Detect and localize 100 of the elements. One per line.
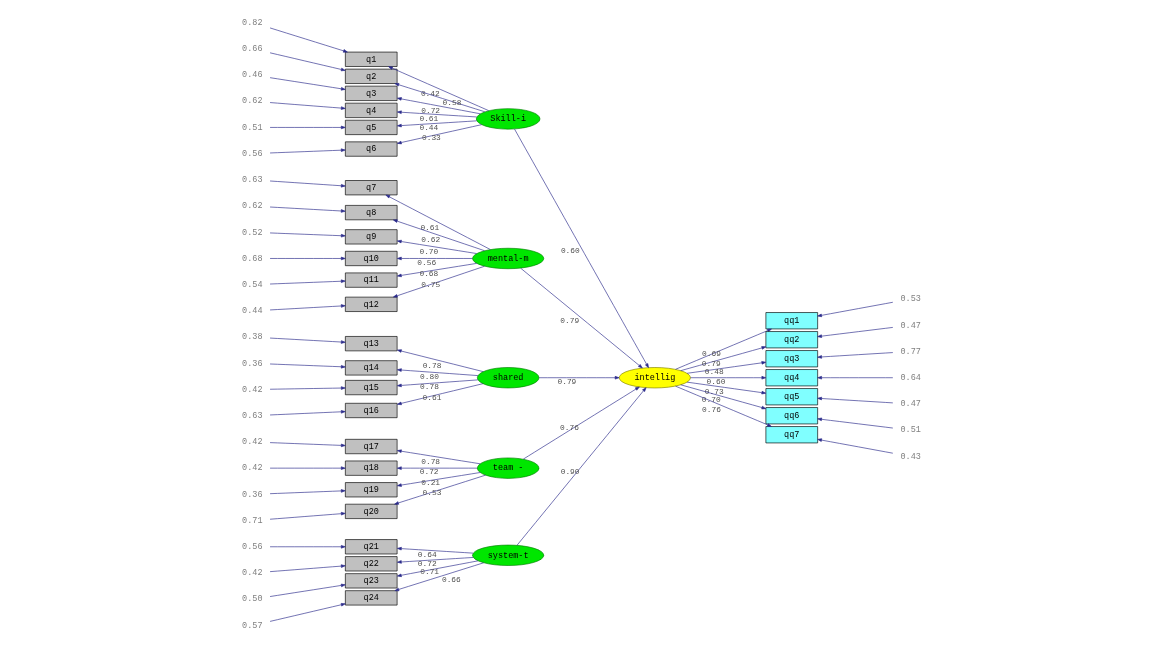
node-box: q24 — [345, 590, 398, 606]
arrow — [397, 349, 484, 372]
node-box: q22 — [345, 556, 398, 572]
node-text: 0.47 — [900, 399, 921, 410]
node-text: 0.53 — [900, 294, 921, 305]
node-box: qq2 — [765, 331, 818, 349]
node-text: 0.56 — [242, 148, 263, 159]
arrow — [269, 489, 346, 494]
arrow — [397, 239, 477, 254]
node-text: 0.51 — [900, 425, 921, 436]
arrow — [269, 180, 346, 188]
arrow — [397, 368, 479, 376]
arrow — [397, 546, 474, 554]
node-text: 0.62 — [242, 96, 263, 107]
arrow — [397, 383, 484, 406]
node-text: 0.36 — [242, 358, 263, 369]
arrow — [269, 52, 346, 72]
arrow — [397, 557, 474, 564]
node-box: q16 — [345, 402, 398, 419]
node-ellipse: team - — [477, 457, 540, 479]
arrow — [393, 219, 485, 252]
arrow — [269, 256, 346, 261]
node-ellipse: system-t — [472, 544, 545, 566]
node-box: q7 — [345, 180, 398, 196]
node-text: 0.63 — [242, 175, 263, 186]
arrow — [686, 381, 767, 395]
node-text: 0.63 — [242, 410, 263, 421]
node-box: q21 — [345, 539, 398, 555]
node-text: 0.50 — [242, 594, 263, 605]
arrow — [394, 562, 484, 592]
arrow — [817, 352, 894, 359]
node-text: 0.42 — [242, 463, 263, 474]
node-box: q11 — [345, 272, 398, 288]
arrow — [269, 442, 346, 448]
node-box: q14 — [345, 360, 398, 376]
arrow — [269, 410, 346, 416]
arrow — [397, 379, 479, 388]
arrow — [269, 232, 346, 238]
node-box: q5 — [345, 119, 398, 135]
node-box: q15 — [345, 380, 398, 396]
arrow — [269, 77, 346, 91]
node-box: q23 — [345, 573, 398, 589]
arrow — [269, 148, 346, 154]
arrow — [397, 120, 477, 128]
node-text: 0.62 — [242, 201, 263, 212]
arrow — [269, 583, 346, 597]
node-text: 0.47 — [900, 320, 921, 331]
node-text: 0.68 — [242, 253, 263, 264]
node-text: 0.66 — [242, 44, 263, 55]
arrow — [269, 386, 346, 390]
node-box: q17 — [345, 439, 398, 455]
arrow — [817, 376, 894, 380]
arrow — [397, 263, 477, 278]
node-box: q9 — [345, 229, 398, 245]
arrow — [397, 97, 481, 115]
arrow — [388, 66, 490, 111]
arrow — [817, 396, 894, 404]
arrow — [269, 27, 348, 53]
node-box: q10 — [345, 250, 398, 266]
arrow — [397, 124, 482, 145]
arrow — [269, 125, 346, 130]
node-text: 0.52 — [242, 227, 263, 238]
node-ellipse: mental-m — [472, 247, 545, 270]
node-text: 0.42 — [242, 568, 263, 579]
node-box: q13 — [345, 336, 398, 352]
arrow — [269, 564, 346, 572]
arrow — [394, 83, 486, 113]
arrow — [675, 385, 772, 427]
node-box: q19 — [345, 482, 398, 498]
node-text: 0.44 — [242, 306, 263, 317]
node-text: 0.43 — [900, 451, 921, 462]
node-ellipse: Skill-i — [476, 108, 541, 130]
node-box: q6 — [345, 141, 398, 157]
node-box: q18 — [345, 460, 398, 476]
arrow — [817, 438, 894, 454]
arrow — [269, 603, 346, 622]
arrow — [269, 511, 346, 520]
arrow — [397, 472, 481, 487]
arrow — [269, 363, 346, 369]
arrow — [269, 279, 346, 285]
node-text: 0.77 — [900, 346, 921, 357]
arrow — [817, 301, 894, 318]
arrow — [817, 417, 894, 429]
arrow — [269, 337, 346, 344]
node-text: 0.46 — [242, 70, 263, 81]
arrow — [686, 361, 767, 374]
node-text: 0.54 — [242, 279, 263, 290]
node-text: 0.38 — [242, 332, 263, 343]
arrow — [393, 265, 485, 298]
arrow — [397, 560, 479, 577]
node-text: 0.71 — [242, 515, 263, 526]
arrow — [269, 304, 346, 311]
node-text: 0.42 — [242, 384, 263, 395]
node-text: 0.36 — [242, 489, 263, 500]
arrow — [817, 327, 894, 338]
node-box: qq3 — [765, 350, 818, 368]
node-text: 0.82 — [242, 17, 263, 28]
node-ellipse: shared — [477, 367, 540, 389]
arrow — [514, 128, 649, 368]
node-box: qq1 — [765, 312, 818, 330]
